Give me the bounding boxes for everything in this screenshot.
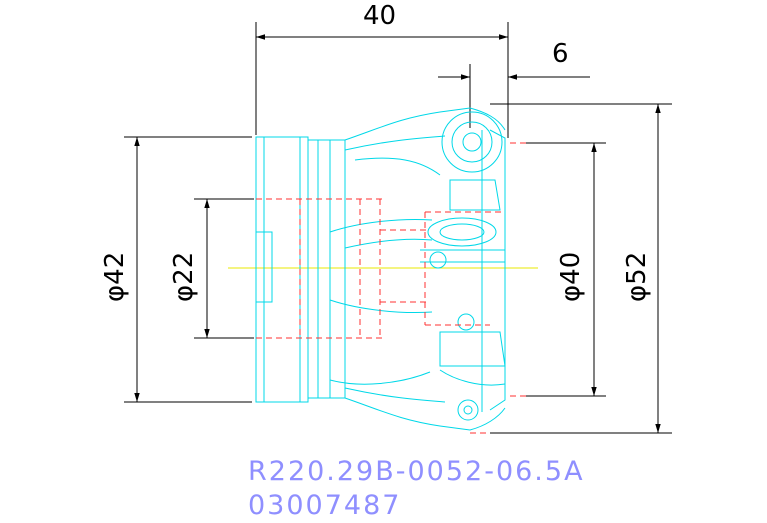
dim-dia-42: φ42 [100,252,130,302]
dim-width-40: 40 [363,1,396,31]
part-number: R220.29B-0052-06.5A [248,456,585,487]
dim-offset-6: 6 [552,39,569,69]
part-code: 03007487 [248,490,401,521]
dim-dia-40: φ40 [556,252,586,302]
dim-dia-52: φ52 [622,252,652,302]
dimension-lines [124,22,672,434]
dim-dia-22: φ22 [169,252,199,302]
hidden-lines [256,142,526,434]
